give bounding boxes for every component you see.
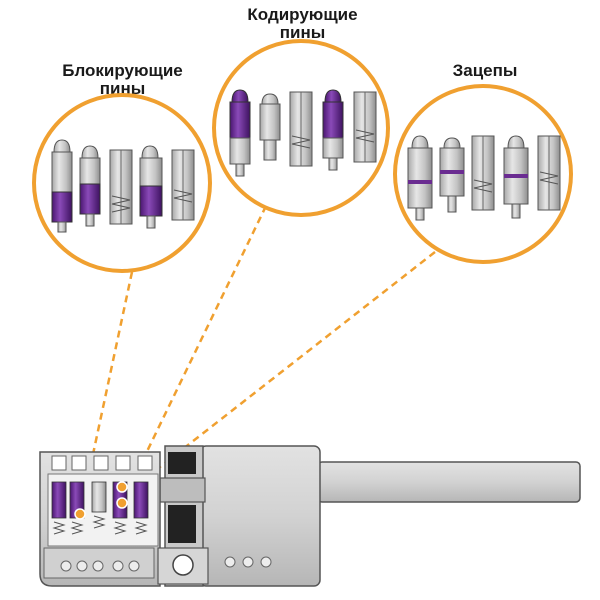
blocking-pin-5 <box>171 149 195 221</box>
leader-line-hooks <box>132 251 436 489</box>
cam-black-lower <box>168 505 196 543</box>
callout-blocking-pins <box>32 93 212 273</box>
callout-hooks <box>393 84 573 264</box>
blocking-pin-2 <box>79 145 101 227</box>
key-shaft <box>317 461 581 503</box>
blocking-pin-3 <box>109 149 133 225</box>
hook-pin-4 <box>503 135 529 219</box>
hook-pin-5 <box>537 135 561 211</box>
coding-pin-1 <box>229 89 251 177</box>
hook-pin-2 <box>439 137 465 213</box>
cam-spindle <box>159 477 206 503</box>
hooks-title: Зацепы <box>420 62 550 80</box>
screw-hole <box>172 554 194 576</box>
blocking-pin-1 <box>51 139 73 233</box>
hook-pin-1 <box>407 135 433 221</box>
lock-cylinder <box>39 445 581 587</box>
marker-dots <box>74 481 128 520</box>
coding-pin-2 <box>259 93 281 161</box>
coding-pin-4 <box>322 89 344 171</box>
blocking-pins-title-line1: Блокирующие <box>62 61 183 80</box>
marker-dot-hooks <box>116 481 128 493</box>
marker-dot-coding <box>116 497 128 509</box>
hooks-title-text: Зацепы <box>452 61 518 80</box>
coding-pin-5 <box>353 91 377 163</box>
coding-pins-title: Кодирующие пины <box>210 6 395 42</box>
coding-pins-title-line1: Кодирующие <box>247 5 358 24</box>
cam-black-upper <box>168 452 196 474</box>
coding-pins-title-line2: пины <box>279 23 326 42</box>
marker-dot-blocking <box>74 508 86 520</box>
hook-pin-3 <box>471 135 495 211</box>
blocking-pins-title-line2: пины <box>99 79 146 98</box>
coding-pin-3 <box>289 91 313 167</box>
blocking-pins-title: Блокирующие пины <box>30 62 215 98</box>
right-housing <box>199 445 321 587</box>
blocking-pin-4 <box>139 145 163 229</box>
callout-coding-pins <box>212 39 390 217</box>
